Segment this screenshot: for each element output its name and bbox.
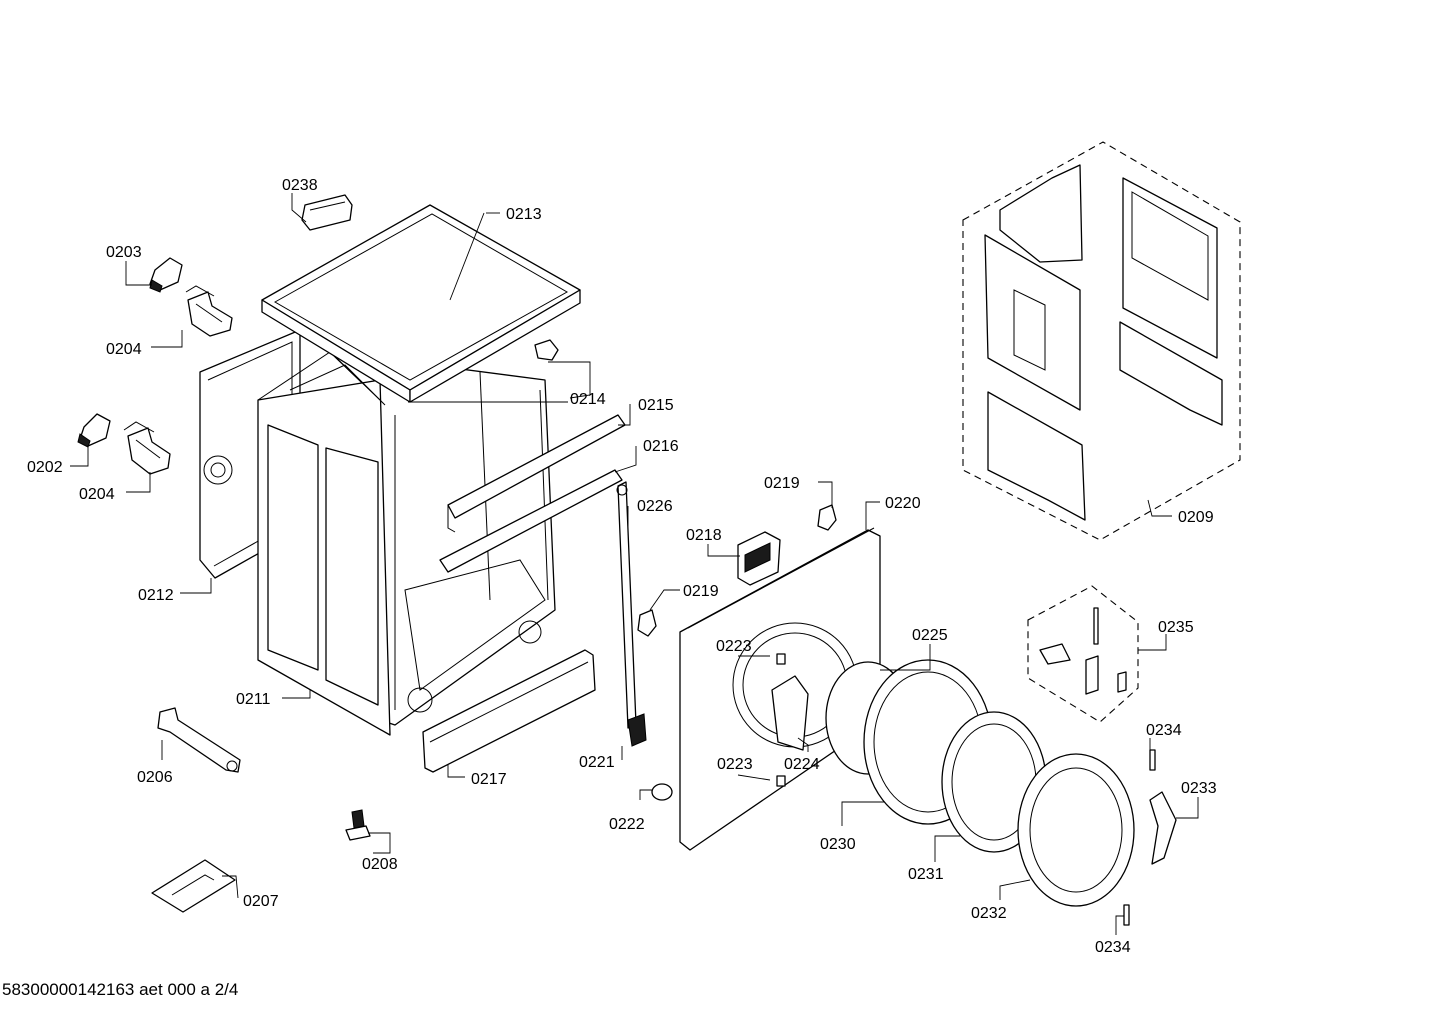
label-0231: 0231 xyxy=(908,866,944,883)
label-0222: 0222 xyxy=(609,816,645,833)
label-0207: 0207 xyxy=(243,893,279,910)
module-0218 xyxy=(737,531,781,586)
label-0213: 0213 xyxy=(506,206,542,223)
label-0212: 0212 xyxy=(138,587,174,604)
label-0223-lower: 0223 xyxy=(717,756,753,773)
plate-0207 xyxy=(151,859,236,913)
label-0214: 0214 xyxy=(570,391,606,408)
door-ring-0232 xyxy=(1017,753,1135,907)
label-0220: 0220 xyxy=(885,495,921,512)
label-0238: 0238 xyxy=(282,177,318,194)
clip-0214 xyxy=(534,339,559,361)
latch-0221 xyxy=(627,713,647,747)
label-0208: 0208 xyxy=(362,856,398,873)
clip-0238 xyxy=(301,194,353,231)
label-0216: 0216 xyxy=(643,438,679,455)
label-0215: 0215 xyxy=(638,397,674,414)
label-0204-upper: 0204 xyxy=(106,341,142,358)
hinge-kit-0235 xyxy=(1027,585,1139,723)
label-0225: 0225 xyxy=(912,627,948,644)
label-0224: 0224 xyxy=(784,756,820,773)
rail-0216 xyxy=(439,469,623,573)
label-0235: 0235 xyxy=(1158,619,1194,636)
label-0219-upper: 0219 xyxy=(764,475,800,492)
valve-0203 xyxy=(149,257,183,293)
valve-0202 xyxy=(77,413,111,448)
label-0233: 0233 xyxy=(1181,780,1217,797)
pin-0223-lower xyxy=(776,775,786,787)
spanner-0206 xyxy=(157,707,241,773)
label-0202: 0202 xyxy=(27,459,63,476)
label-0232: 0232 xyxy=(971,905,1007,922)
hook-0219-upper xyxy=(817,504,837,531)
label-0226: 0226 xyxy=(637,498,673,515)
label-0221: 0221 xyxy=(579,754,615,771)
hook-0219-lower xyxy=(637,609,657,637)
part-labels: 0238 0213 0203 0204 0202 0204 0212 0214 … xyxy=(27,177,1217,956)
label-0234-upper: 0234 xyxy=(1146,722,1182,739)
leader-lines xyxy=(70,193,1199,935)
label-0211: 0211 xyxy=(236,691,271,708)
label-0204-lower: 0204 xyxy=(79,486,115,503)
label-0230: 0230 xyxy=(820,836,856,853)
label-0217: 0217 xyxy=(471,771,507,788)
button-0222 xyxy=(651,783,673,801)
cabinet-body xyxy=(199,329,556,736)
label-0234-lower: 0234 xyxy=(1095,939,1131,956)
pin-0234-lower xyxy=(1123,904,1130,926)
pin-0234-upper xyxy=(1149,749,1156,771)
label-0209: 0209 xyxy=(1178,509,1214,526)
label-0203: 0203 xyxy=(106,244,142,261)
handle-0233 xyxy=(1149,791,1177,865)
foot-0208 xyxy=(345,809,371,841)
label-0218: 0218 xyxy=(686,527,722,544)
rod-0226 xyxy=(616,481,637,729)
worktop xyxy=(261,204,581,403)
plinth-0217 xyxy=(422,649,596,773)
pin-0223-upper xyxy=(776,653,786,665)
packaging-0209 xyxy=(962,141,1241,541)
inlet-valve-lower xyxy=(123,421,171,475)
label-0223-upper: 0223 xyxy=(716,638,752,655)
inlet-valve-upper xyxy=(185,285,233,337)
label-0206: 0206 xyxy=(137,769,173,786)
label-0219-lower: 0219 xyxy=(683,583,719,600)
document-code: 58300000142163 aet 000 a 2/4 xyxy=(2,980,239,999)
